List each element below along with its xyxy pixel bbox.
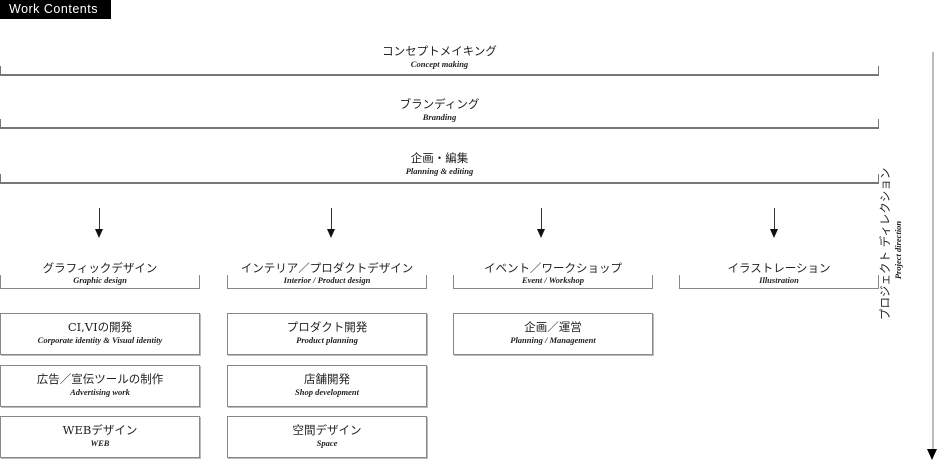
- band-label-jp: コンセプトメイキング: [382, 44, 497, 58]
- band-label-jp: ブランディング: [399, 97, 480, 111]
- project-direction-line: [932, 52, 934, 450]
- category-bracket: [679, 275, 879, 289]
- item-label-en: Space: [316, 438, 338, 448]
- category-bracket: [453, 275, 653, 289]
- category-bracket: [227, 275, 427, 289]
- arrow-down-icon: [327, 208, 337, 238]
- item-label-en: Advertising work: [70, 387, 130, 397]
- item-label-jp: CI,VIの開発: [67, 320, 133, 334]
- side-label-en: Project direction: [893, 220, 903, 280]
- project-direction-label: プロジェクト ディレクション Project direction: [878, 167, 904, 320]
- item-label-jp: 広告／宣伝ツールの制作: [36, 372, 164, 386]
- item-advertising: 広告／宣伝ツールの制作 Advertising work: [0, 365, 200, 407]
- band-label-en: Planning & editing: [405, 166, 474, 176]
- arrow-down-icon: [927, 449, 937, 460]
- category-label-jp: インテリア／プロダクトデザイン: [240, 261, 414, 275]
- item-shop-development: 店舗開発 Shop development: [227, 365, 427, 407]
- band-label-jp: 企画・編集: [410, 151, 469, 165]
- band-label-en: Concept making: [410, 59, 469, 69]
- item-space-design: 空間デザイン Space: [227, 416, 427, 458]
- category-label-en: Event / Workshop: [521, 275, 585, 285]
- category-label-jp: イベント／ワークショップ: [484, 261, 622, 275]
- item-label-en: Planning / Management: [510, 335, 596, 345]
- item-product-planning: プロダクト開発 Product planning: [227, 313, 427, 355]
- arrow-down-icon: [95, 208, 105, 238]
- band-bracket: [0, 119, 879, 129]
- item-label-en: WEB: [90, 438, 110, 448]
- category-label-jp: グラフィックデザイン: [42, 261, 158, 275]
- category-label-en: Illustration: [759, 275, 799, 285]
- item-label-jp: 企画／運営: [524, 320, 582, 334]
- item-planning-management: 企画／運営 Planning / Management: [453, 313, 653, 355]
- category-label-jp: イラストレーション: [727, 261, 831, 275]
- item-label-jp: 店舗開発: [304, 372, 350, 386]
- category-bracket: [0, 275, 200, 289]
- item-label-jp: プロダクト開発: [286, 320, 368, 334]
- item-label-en: Product planning: [296, 335, 358, 345]
- band-label-en: Branding: [422, 112, 457, 122]
- item-label-jp: WEBデザイン: [62, 423, 138, 437]
- item-label-jp: 空間デザイン: [292, 423, 362, 437]
- side-label-jp: プロジェクト ディレクション: [878, 167, 892, 320]
- section-title: Work Contents: [0, 0, 111, 19]
- item-web-design: WEBデザイン WEB: [0, 416, 200, 458]
- arrow-down-icon: [770, 208, 780, 238]
- arrow-down-icon: [537, 208, 547, 238]
- category-label-en: Interior / Product design: [283, 275, 371, 285]
- category-label-en: Graphic design: [73, 275, 127, 285]
- item-label-en: Corporate identity & Visual identity: [37, 335, 163, 345]
- band-bracket: [0, 174, 879, 184]
- band-bracket: [0, 66, 879, 76]
- item-label-en: Shop development: [295, 387, 359, 397]
- item-ci-vi: CI,VIの開発 Corporate identity & Visual ide…: [0, 313, 200, 355]
